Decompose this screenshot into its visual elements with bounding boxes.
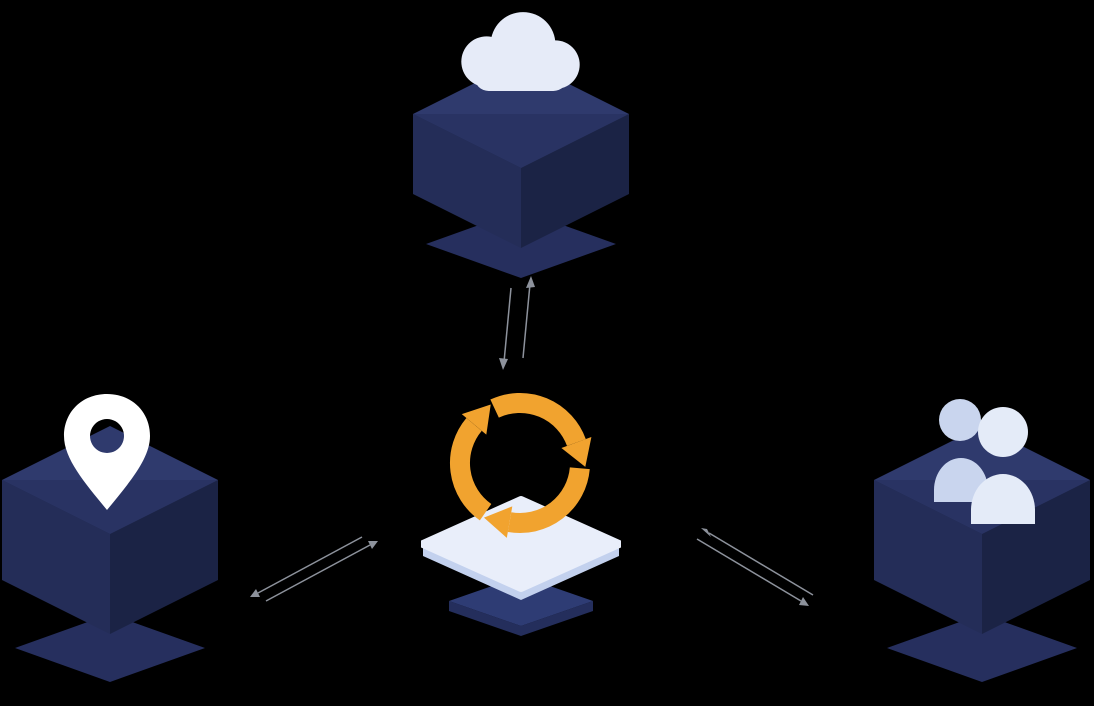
cycle-arrow-segment (495, 403, 592, 467)
arrowhead-upright-icon (368, 541, 378, 549)
cube-top-shade (413, 114, 629, 168)
cube-right-face (110, 480, 218, 634)
person-front (971, 407, 1035, 524)
cube-top-shade (2, 480, 218, 534)
cube-shadow (887, 614, 1077, 682)
arrowhead-upleft-icon (701, 528, 711, 537)
location-node (0, 390, 224, 692)
sync-arrows-icon (440, 378, 600, 548)
platform-graphic (421, 496, 621, 636)
cube-left-face (2, 480, 110, 634)
cube-left-face (413, 114, 521, 248)
cycle-arrow-segment (481, 439, 585, 548)
users-icon (934, 399, 1035, 524)
platform-top-slab (421, 496, 621, 600)
arrowhead-down-icon (499, 358, 508, 370)
connector-location-hub (250, 536, 378, 602)
location-pin-icon (64, 394, 150, 510)
cube-right-face (521, 114, 629, 248)
connector-line (503, 287, 512, 363)
cube-left-face (874, 480, 982, 634)
cube-shadow (15, 614, 205, 682)
connector-line (696, 538, 802, 602)
users-node (870, 390, 1094, 692)
connector-hub-users (696, 528, 814, 606)
connector-line (257, 536, 363, 594)
cloud-icon (461, 12, 580, 91)
arrowhead-downleft-icon (250, 589, 260, 597)
cube-right-face (982, 480, 1090, 634)
cycle-arrow-segment (440, 399, 536, 515)
person-back (934, 399, 988, 502)
connector-line (265, 544, 371, 602)
sync-hub-node (421, 378, 631, 644)
connector-line (708, 532, 814, 596)
cloud-cube (413, 60, 629, 278)
cloud-node (410, 6, 634, 298)
arrowhead-downright-icon (799, 597, 809, 606)
platform-base-slab (449, 576, 593, 636)
